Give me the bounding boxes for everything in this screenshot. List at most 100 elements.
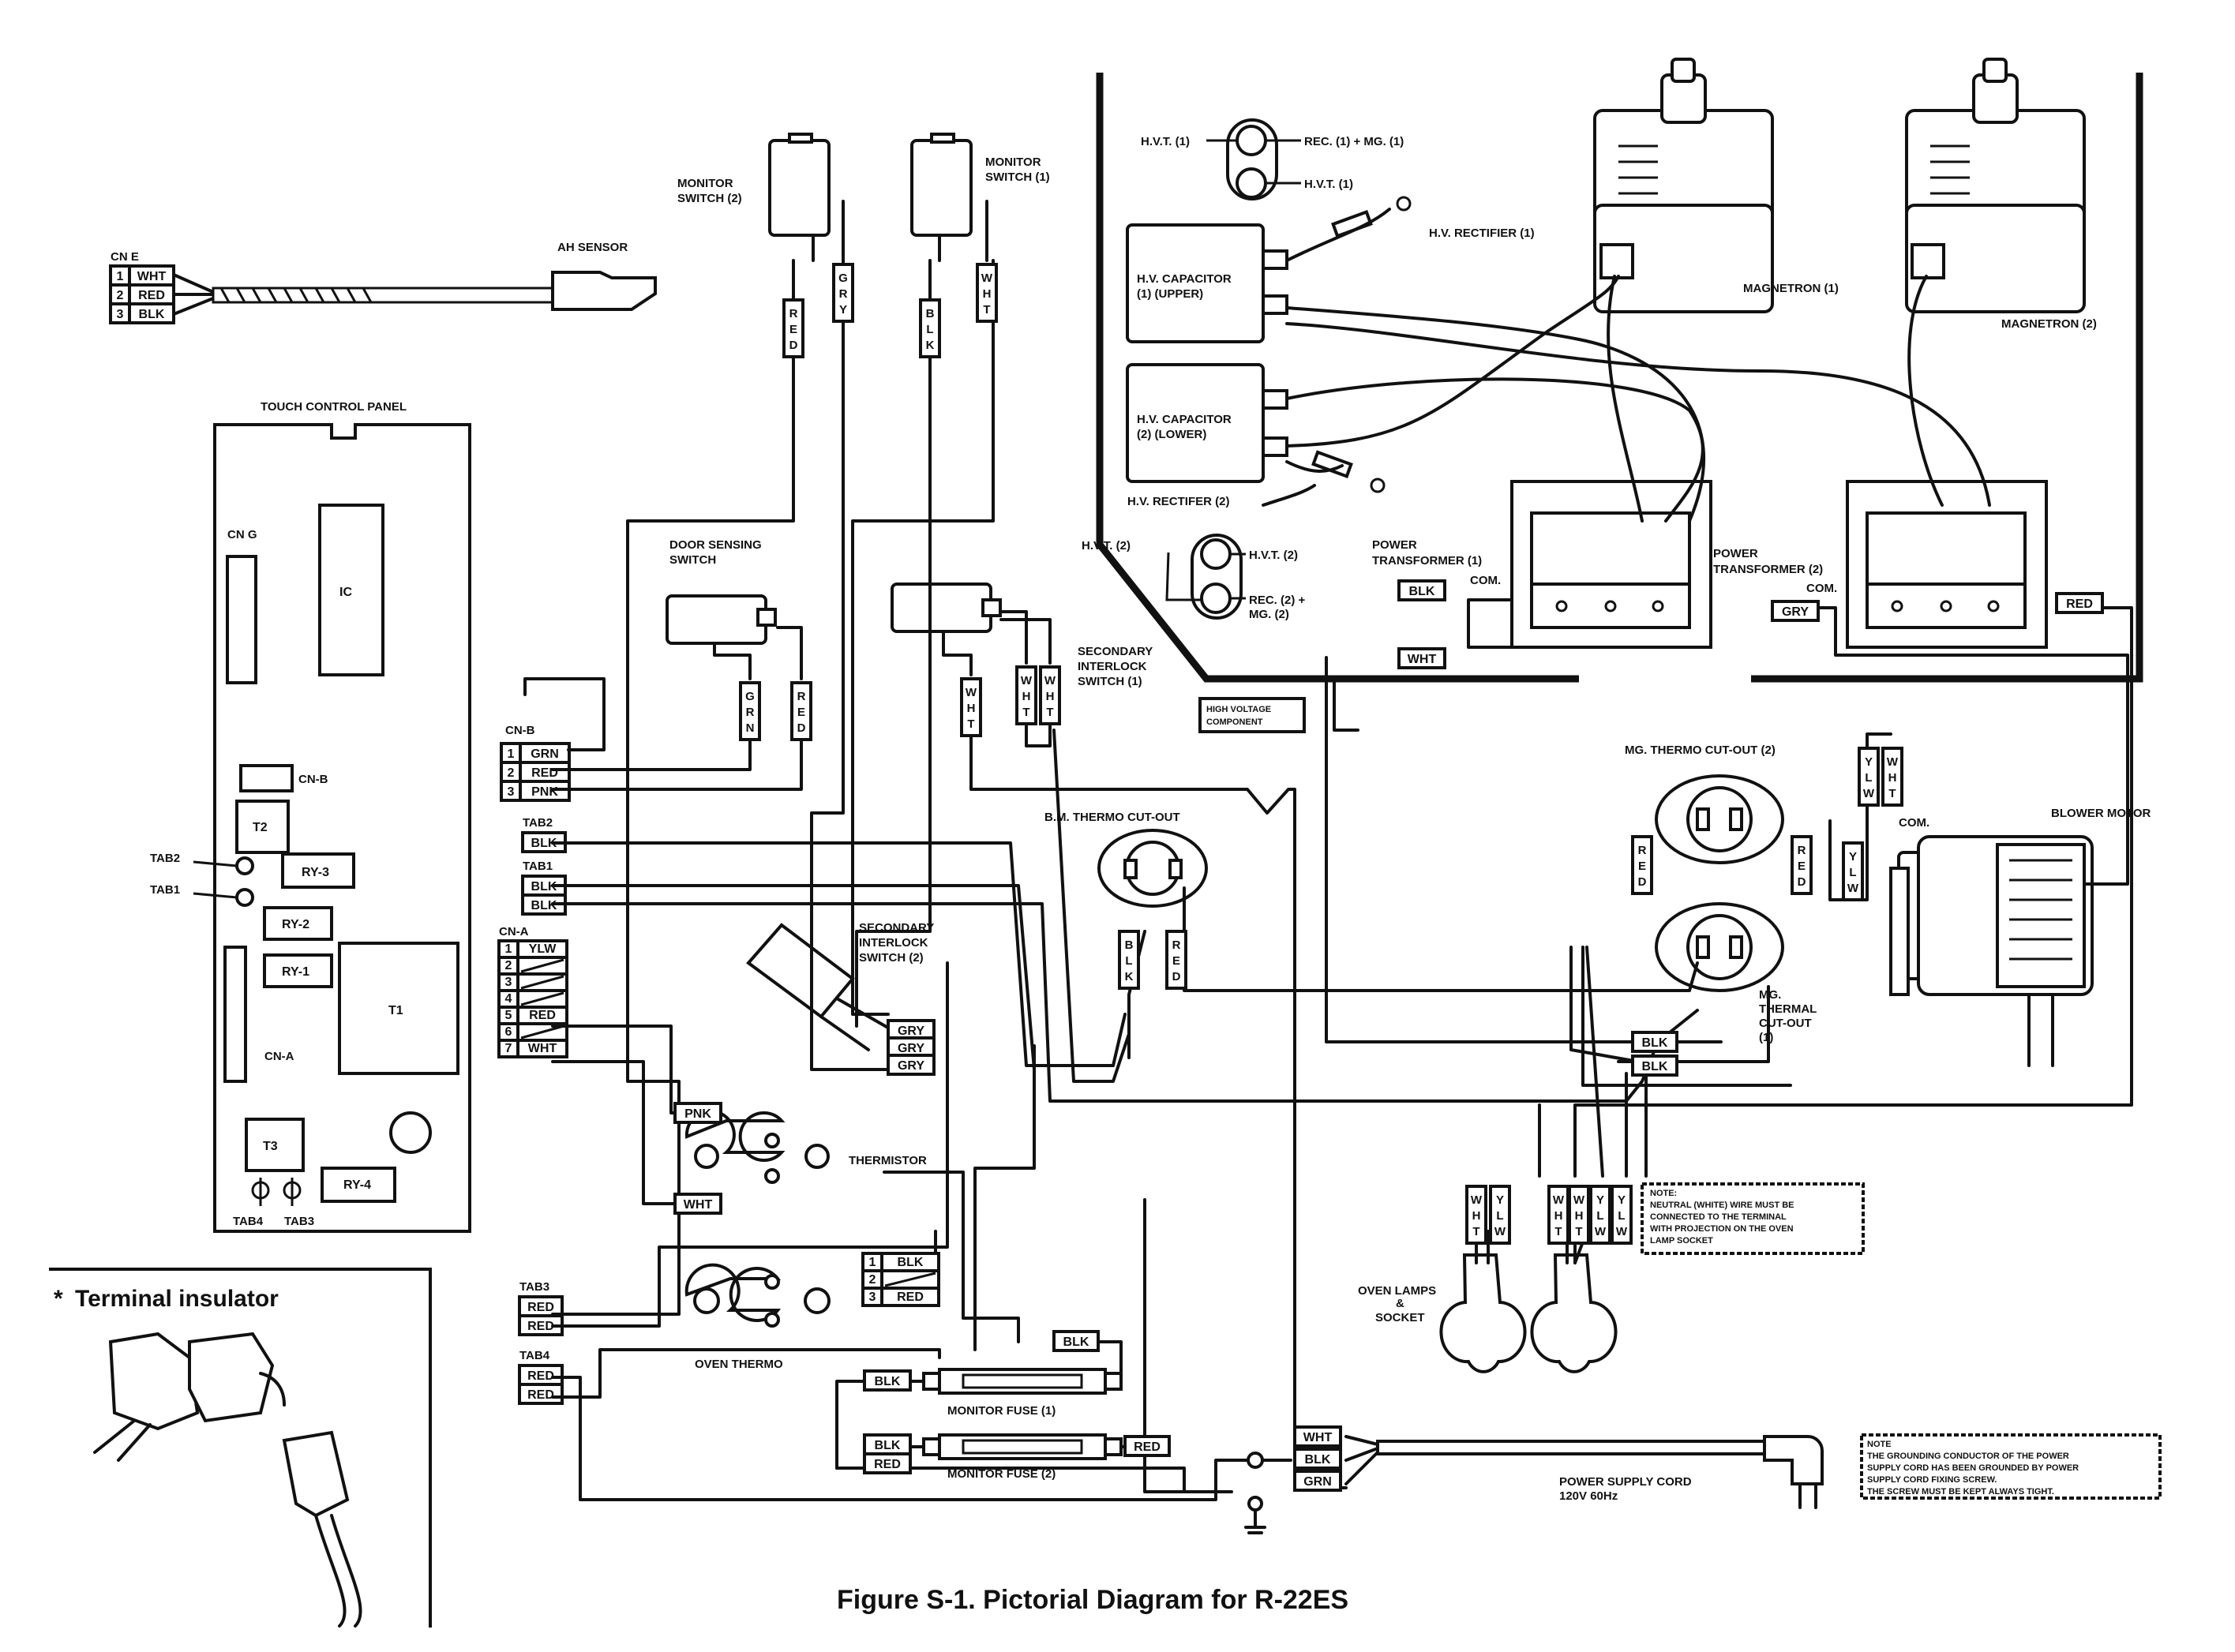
svg-text:H.V.T. (1): H.V.T. (1) (1141, 135, 1190, 148)
svg-text:GRN: GRN (531, 747, 559, 761)
connector-pin: 3 RED (861, 1287, 940, 1307)
fuse1-blk-tag: BLK (863, 1369, 912, 1392)
svg-text:WHT: WHT (528, 1042, 557, 1055)
hv-capacitor-1: H.V. CAPACITOR (1) (UPPER) H.V. RECTIFIE… (1126, 196, 1535, 343)
blower-wht-tag: WHT (1881, 747, 1903, 807)
power-transformer-1: POWER TRANSFORMER (1) COM. (1372, 480, 1712, 649)
svg-text:SWITCH: SWITCH (669, 553, 716, 567)
svg-text:TRANSFORMER (1): TRANSFORMER (1) (1372, 554, 1482, 568)
svg-text:LAMP SOCKET: LAMP SOCKET (1650, 1236, 1713, 1246)
svg-text:3: 3 (505, 976, 512, 989)
svg-text:W: W (1595, 1225, 1607, 1238)
svg-text:RY-2: RY-2 (282, 918, 309, 931)
monitor-switch-2-gry-tag: GRY (832, 263, 854, 323)
svg-text:120V 60Hz: 120V 60Hz (1559, 1489, 1618, 1503)
tab3-wire-tag: RED (518, 1295, 564, 1317)
svg-text:BLK: BLK (1642, 1036, 1668, 1050)
svg-text:5: 5 (505, 1009, 512, 1022)
svg-text:SWITCH (2): SWITCH (2) (677, 192, 742, 205)
svg-text:MONITOR: MONITOR (985, 155, 1041, 169)
svg-text:H.V. CAPACITOR: H.V. CAPACITOR (1137, 413, 1232, 426)
svg-text:BLK: BLK (875, 1375, 901, 1388)
secondary-interlock-switch-1: SECONDARY INTERLOCK SWITCH (1) (891, 583, 1153, 688)
svg-text:2: 2 (505, 959, 512, 972)
svg-text:TAB1: TAB1 (150, 883, 180, 897)
svg-text:W: W (1494, 1225, 1506, 1238)
blower-ylw-tag: YLW (1858, 747, 1880, 807)
svg-text:COM.: COM. (1806, 582, 1837, 595)
sec1-wht-tag: WHT (1039, 665, 1061, 725)
svg-text:T: T (1888, 787, 1896, 800)
svg-text:Y: Y (1865, 755, 1873, 769)
lamp-wire-tag: WHT (1568, 1185, 1590, 1245)
svg-text:MAGNETRON (2): MAGNETRON (2) (2001, 317, 2097, 331)
svg-text:N: N (746, 721, 755, 735)
svg-text:RED: RED (529, 1009, 556, 1022)
svg-text:H: H (1575, 1209, 1584, 1223)
svg-text:THERMAL: THERMAL (1759, 1002, 1817, 1016)
svg-text:WITH PROJECTION ON THE OVEN: WITH PROJECTION ON THE OVEN (1650, 1224, 1794, 1234)
svg-text:GRY: GRY (898, 1025, 924, 1038)
svg-text:MONITOR FUSE (2): MONITOR FUSE (2) (947, 1467, 1056, 1481)
svg-text:TRANSFORMER (2): TRANSFORMER (2) (1713, 563, 1823, 576)
t2-transformer (235, 800, 290, 854)
figure-caption: Figure S-1. Pictorial Diagram for R-22ES (837, 1585, 1348, 1615)
mg1-blk-tag: BLK (1631, 1055, 1678, 1077)
svg-text:CN-B: CN-B (505, 724, 535, 737)
svg-text:1: 1 (505, 942, 512, 956)
svg-text:RED: RED (897, 1291, 924, 1304)
svg-text:K: K (1125, 970, 1134, 983)
hv-capacitor-2: H.V. CAPACITOR (2) (LOWER) H.V. RECTIFER… (1126, 363, 1386, 508)
svg-text:L: L (1125, 954, 1132, 968)
svg-text:RED: RED (2066, 597, 2093, 611)
hvt-2-connectors: H.V.T. (2) H.V.T. (2) REC. (2) + MG. (2) (1082, 534, 1306, 621)
cn-g-connector (226, 555, 257, 684)
svg-text:BLK: BLK (1305, 1453, 1331, 1467)
svg-text:&: & (1396, 1297, 1404, 1310)
svg-text:POWER SUPPLY CORD: POWER SUPPLY CORD (1559, 1475, 1692, 1489)
svg-text:THERMISTOR: THERMISTOR (849, 1154, 927, 1167)
svg-text:3: 3 (869, 1291, 876, 1304)
monitor-switch-1-wht-tag: WHT (976, 263, 998, 323)
svg-text:W: W (1021, 674, 1033, 687)
svg-text:W: W (1573, 1193, 1585, 1207)
power-supply-cord: POWER SUPPLY CORD 120V 60Hz (1230, 1435, 1824, 1534)
svg-text:H: H (1472, 1209, 1481, 1223)
svg-text:R: R (789, 307, 798, 320)
svg-text:6: 6 (505, 1025, 512, 1039)
pt1-blk-tag: BLK (1397, 579, 1446, 601)
hv-compartment-border (1096, 73, 1358, 683)
svg-text:W: W (1044, 674, 1056, 687)
mg1-blk-tag: BLK (1631, 1031, 1678, 1053)
svg-text:R: R (797, 690, 806, 703)
svg-text:L: L (1849, 866, 1856, 879)
svg-text:REC. (1) + MG. (1): REC. (1) + MG. (1) (1304, 135, 1404, 148)
svg-text:TAB2: TAB2 (150, 852, 180, 865)
connector-pin: 2 (861, 1269, 940, 1290)
svg-text:GRN: GRN (1303, 1475, 1332, 1489)
svg-text:R: R (746, 706, 755, 719)
monitor-switch-1: MONITOR SWITCH (1) (910, 133, 1050, 262)
svg-text:DOOR SENSING: DOOR SENSING (669, 538, 762, 552)
door-sensing-switch: DOOR SENSING SWITCH (666, 538, 803, 680)
svg-text:TAB4: TAB4 (233, 1215, 264, 1228)
oven-thermo-blk-tag: BLK (1052, 1330, 1100, 1352)
svg-text:NOTE: NOTE (1867, 1440, 1892, 1449)
svg-text:TAB2: TAB2 (523, 816, 553, 830)
svg-text:T: T (1022, 706, 1029, 719)
svg-text:L: L (1618, 1209, 1625, 1223)
svg-text:RED: RED (1134, 1440, 1161, 1454)
svg-text:T: T (1046, 706, 1053, 719)
svg-text:CN-A: CN-A (499, 925, 529, 938)
svg-text:BLK: BLK (139, 308, 165, 321)
svg-text:E: E (1798, 860, 1806, 873)
